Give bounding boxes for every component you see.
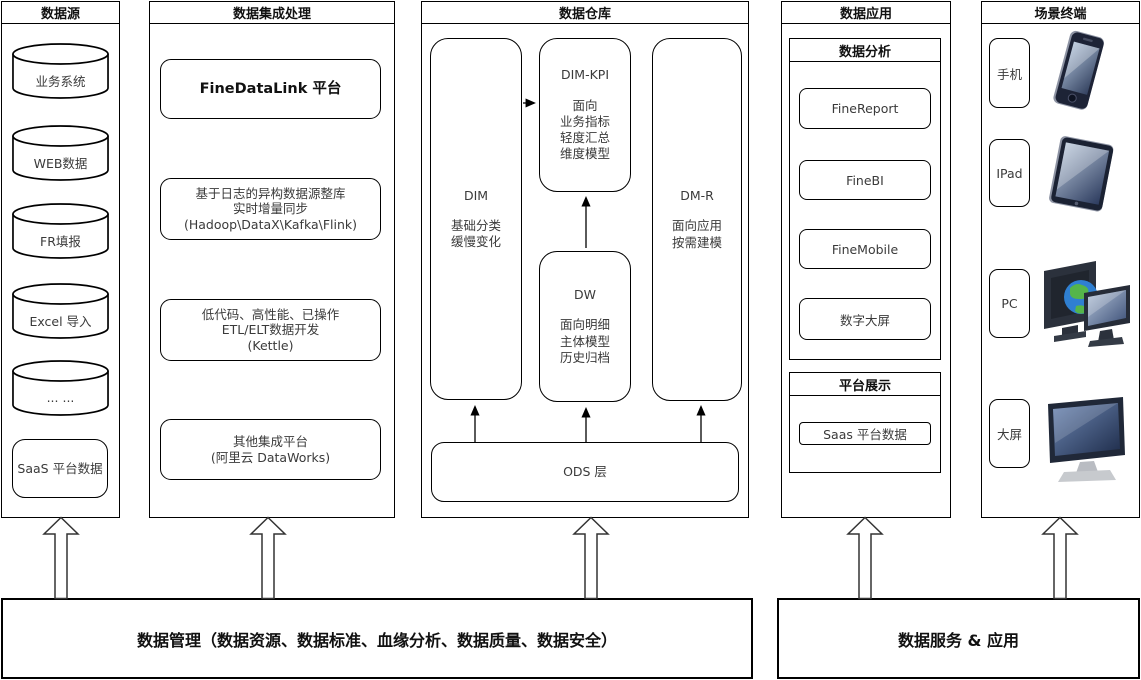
finebi-label: FineBI [846, 172, 884, 188]
terminal-bigscreen-box: 大屏 [989, 399, 1030, 468]
database-cylinder-icon [12, 360, 109, 416]
terminal-ipad-box: IPad [989, 139, 1030, 207]
finemobile-label: FineMobile [831, 241, 899, 257]
panel-data-sources-title: 数据源 [2, 2, 119, 24]
saas-platform-display-box: Saas 平台数据 [799, 422, 931, 445]
data-management-label: 数据管理（数据资源、数据标准、血缘分析、数据质量、数据安全） [136, 630, 617, 650]
panel-data-application: 数据应用 数据分析 FineReport FineBI FineMobile 数… [781, 1, 951, 518]
dim-kpi-box: DIM-KPI 面向 业务指标 轻度汇总 维度模型 [539, 38, 631, 192]
database-cylinder-icon [12, 283, 109, 339]
block-arrow-to-application [846, 516, 884, 600]
platform-display-title: 平台展示 [790, 373, 940, 396]
saas-platform-data-box: SaaS 平台数据 [12, 439, 108, 498]
block-arrow-to-integration [249, 516, 287, 600]
data-analysis-title: 数据分析 [790, 39, 940, 62]
digital-screen-label: 数字大屏 [839, 312, 890, 328]
other-integration-label: 其他集成平台 (阿里云 DataWorks) [210, 433, 331, 465]
panel-data-warehouse-title: 数据仓库 [422, 2, 748, 24]
cylinder-other-sources: ... ... [11, 359, 110, 417]
terminal-mobile-label: 手机 [996, 66, 1022, 82]
cylinder-label: Excel 导入 [29, 313, 92, 329]
panel-scene-terminals: 场景终端 手机 IP [981, 1, 1140, 518]
smartphone-icon [1048, 28, 1110, 118]
database-cylinder-icon [12, 125, 109, 181]
log-sync-box: 基于日志的异构数据源整库 实时增量同步 (Hadoop\DataX\Kafka\… [160, 178, 381, 240]
cylinder-label: WEB数据 [33, 155, 88, 171]
database-cylinder-icon [12, 43, 109, 99]
database-cylinder-icon [12, 203, 109, 259]
terminal-pc-label: PC [1001, 296, 1018, 311]
panel-data-integration-title: 数据集成处理 [150, 2, 394, 24]
dm-r-title: DM-R [680, 188, 714, 204]
saas-platform-data-label: SaaS 平台数据 [17, 460, 103, 476]
dim-box: DIM 基础分类 缓慢变化 [430, 38, 522, 400]
cylinder-excel-import: Excel 导入 [11, 282, 110, 340]
data-services-label: 数据服务 & 应用 [897, 630, 1020, 650]
cylinder-web-data: WEB数据 [11, 124, 110, 182]
log-sync-label: 基于日志的异构数据源整库 实时增量同步 (Hadoop\DataX\Kafka\… [183, 185, 358, 232]
cylinder-label: ... ... [46, 389, 75, 405]
finereport-label: FineReport [831, 101, 899, 116]
finebi-box: FineBI [799, 160, 931, 200]
panel-data-sources: 数据源 业务系统 WEB数据 FR填报 [1, 1, 120, 518]
desktop-pc-globe-icon [1034, 257, 1134, 353]
finereport-box: FineReport [799, 88, 931, 129]
finemobile-box: FineMobile [799, 229, 931, 269]
large-screen-icon [1044, 395, 1130, 487]
dw-description: 面向明细 主体模型 历史归档 [559, 317, 610, 365]
cylinder-label: 业务系统 [35, 73, 86, 89]
dw-box: DW 面向明细 主体模型 历史归档 [539, 251, 631, 402]
dim-kpi-title: DIM-KPI [560, 67, 610, 83]
etl-elt-box: 低代码、高性能、已操作 ETL/ELT数据开发 (Kettle) [160, 299, 381, 361]
tablet-icon [1046, 136, 1118, 214]
ods-layer-label: ODS 层 [563, 463, 607, 479]
saas-platform-display-label: Saas 平台数据 [823, 427, 907, 442]
cylinder-business-systems: 业务系统 [11, 42, 110, 100]
terminal-mobile-box: 手机 [989, 38, 1030, 108]
dim-description: 基础分类 缓慢变化 [450, 217, 501, 250]
block-arrow-to-warehouse [572, 516, 610, 600]
terminal-bigscreen-label: 大屏 [996, 427, 1022, 442]
cylinder-fr-reporting: FR填报 [11, 202, 110, 260]
block-arrow-to-terminals [1041, 516, 1079, 600]
panel-data-application-title: 数据应用 [782, 2, 950, 24]
panel-data-integration: 数据集成处理 FineDataLink 平台 基于日志的异构数据源整库 实时增量… [149, 1, 395, 518]
data-management-bar: 数据管理（数据资源、数据标准、血缘分析、数据质量、数据安全） [1, 598, 753, 679]
ods-layer-box: ODS 层 [431, 442, 739, 502]
dm-r-box: DM-R 面向应用 按需建模 [652, 38, 742, 401]
panel-scene-terminals-title: 场景终端 [982, 2, 1139, 24]
finedatalink-label: FineDataLink 平台 [199, 80, 342, 97]
cylinder-label: FR填报 [40, 233, 81, 249]
dim-kpi-description: 面向 业务指标 轻度汇总 维度模型 [559, 97, 610, 162]
dim-title: DIM [463, 187, 489, 203]
finedatalink-box: FineDataLink 平台 [160, 59, 381, 119]
terminal-pc-box: PC [989, 269, 1030, 338]
dw-title: DW [574, 287, 596, 302]
data-services-bar: 数据服务 & 应用 [777, 598, 1140, 679]
dm-r-description: 面向应用 按需建模 [671, 218, 722, 250]
etl-elt-label: 低代码、高性能、已操作 ETL/ELT数据开发 (Kettle) [201, 306, 340, 353]
terminal-ipad-label: IPad [996, 165, 1023, 181]
panel-data-warehouse: 数据仓库 DIM 基础分类 缓慢变化 DIM-KPI 面向 业务指标 轻度汇总 … [421, 1, 749, 518]
other-integration-box: 其他集成平台 (阿里云 DataWorks) [160, 419, 381, 480]
block-arrow-to-sources [42, 516, 80, 600]
digital-screen-box: 数字大屏 [799, 298, 931, 340]
